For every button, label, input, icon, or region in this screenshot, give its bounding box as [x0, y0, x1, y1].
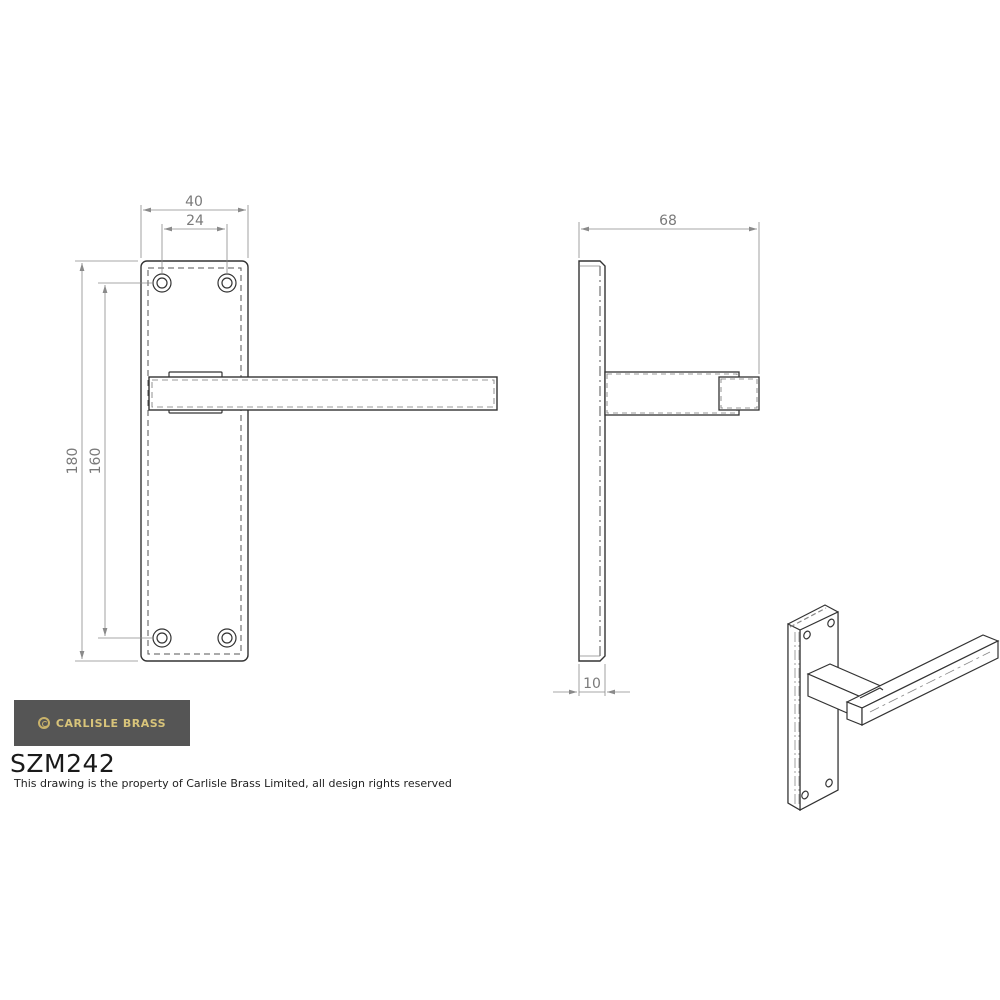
carlisle-brass-logo-icon	[37, 717, 50, 729]
screw-hole-icon	[152, 273, 237, 648]
product-code: SZM242	[10, 749, 116, 778]
dim-backplate-height: 180	[65, 448, 81, 475]
dim-projection: 68	[659, 213, 677, 229]
copyright-notice: This drawing is the property of Carlisle…	[14, 777, 452, 790]
dim-backplate-width: 40	[185, 194, 203, 210]
side-elevation: 68 10	[553, 213, 760, 696]
dim-fixing-horizontal: 24	[186, 213, 204, 229]
dim-plate-thickness: 10	[583, 676, 601, 692]
isometric-view	[787, 604, 1000, 812]
dim-fixing-vertical: 160	[88, 448, 104, 475]
brand-logo: CARLISLE BRASS	[14, 700, 190, 746]
front-elevation: 40 24 180 160	[65, 194, 498, 662]
brand-name: CARLISLE BRASS	[55, 716, 167, 730]
